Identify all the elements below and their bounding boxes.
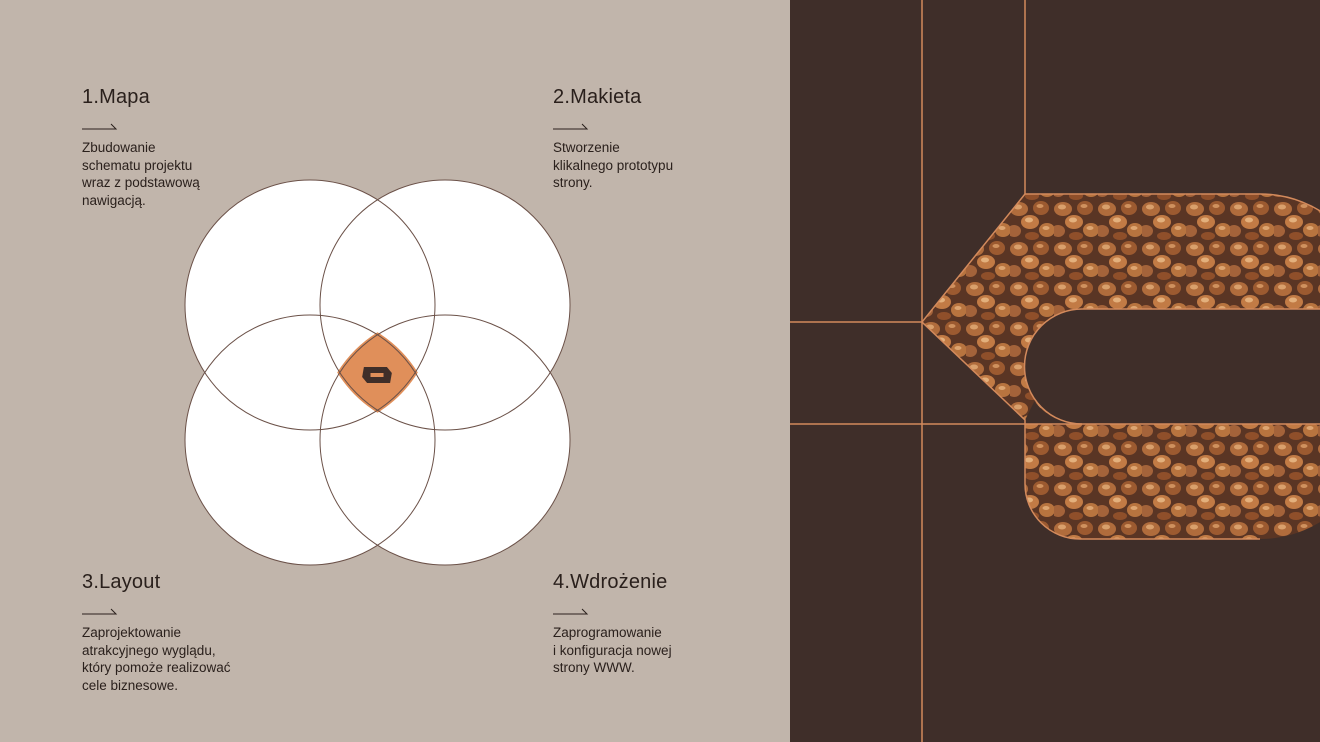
right-arrow-icon	[553, 608, 589, 615]
shape-cutout	[1024, 309, 1320, 424]
step-description: Zbudowanie schematu projektu wraz z pods…	[82, 140, 200, 208]
right-panel	[790, 0, 1320, 742]
venn-outline-bottom-left	[184, 314, 436, 566]
right-arrow-icon	[82, 123, 118, 130]
shape-outline	[920, 193, 1320, 540]
step-description: Zaprogramowanie i konfiguracja nowej str…	[553, 625, 672, 675]
right-arrow-icon	[553, 123, 589, 130]
step-description: Zaprojektowanie atrakcyjnego wyglądu, kt…	[82, 625, 231, 693]
step-title: 1.Mapa	[82, 86, 150, 108]
left-panel: 1.Mapa Zbudowanie schematu projektu wraz…	[0, 0, 790, 742]
right-arrow-icon	[82, 608, 118, 615]
step-makieta: 2.Makieta Stworzenie klikalnego prototyp…	[553, 86, 673, 192]
step-description: Stworzenie klikalnego prototypu strony.	[553, 140, 674, 190]
venn-outline-top-right	[319, 179, 571, 431]
step-title: 3.Layout	[82, 571, 161, 593]
step-title: 2.Makieta	[553, 86, 642, 108]
venn-outline-bottom-right	[319, 314, 571, 566]
brand-graphic	[790, 0, 1320, 742]
step-title: 4.Wdrożenie	[553, 571, 668, 593]
venn-diagram	[184, 179, 571, 566]
brand-logo-icon	[362, 367, 392, 383]
step-wdrozenie: 4.Wdrożenie Zaprogramowanie i konfigurac…	[553, 571, 672, 677]
step-layout: 3.Layout Zaprojektowanie atrakcyjnego wy…	[82, 571, 231, 694]
step-mapa: 1.Mapa Zbudowanie schematu projektu wraz…	[82, 86, 200, 209]
venn-outline-top-left	[184, 179, 436, 431]
